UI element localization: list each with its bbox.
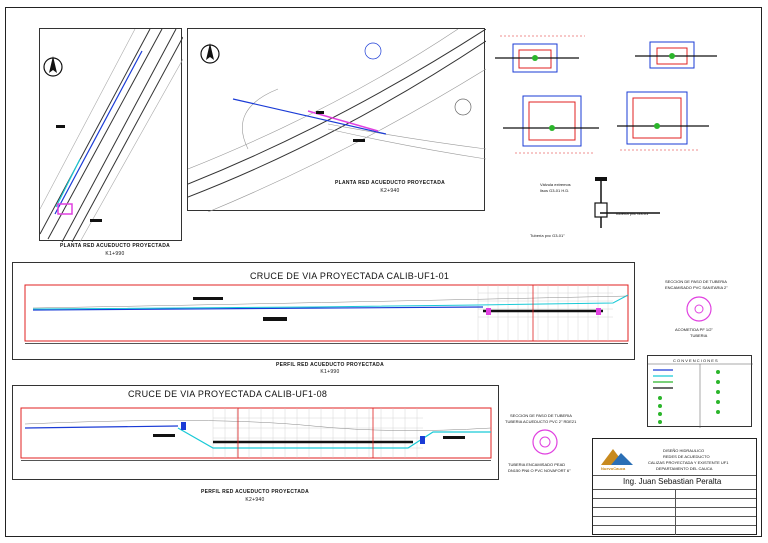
profile-1-title: CRUCE DE VIA PROYECTADA CALIB-UF1-01 <box>250 271 450 281</box>
north-arrow-icon <box>43 56 63 77</box>
valve-detail <box>594 177 660 228</box>
section-1-label-2: TUBERIA <box>690 333 708 338</box>
section-1-title-1: SECCION DE PASO DE TUBERIA <box>665 279 727 284</box>
engineer-name: Ing. Juan Sebastian Peralta <box>623 477 722 486</box>
section-1-drawing <box>686 296 712 322</box>
section-2-drawing <box>532 429 558 455</box>
plan-1-drawing <box>40 29 183 242</box>
plan-view-1 <box>39 28 183 242</box>
profile-1-drawing <box>24 284 629 344</box>
plan-2-drawing <box>188 29 486 212</box>
logo-mark-icon <box>601 449 633 465</box>
plan-2-station: K2+940 <box>380 188 400 194</box>
section-2-label-2: DN150 PN6 O PVC NOVAFORT 6" <box>508 468 571 473</box>
valve-label-1: Válvula extremos <box>540 182 571 187</box>
profile-2-drawing <box>20 407 492 461</box>
plan-2-title: PLANTA RED ACUEDUCTO PROYECTADA <box>334 180 446 186</box>
valve-pipe-label-1: Tubería pvc G3-01" <box>615 211 650 216</box>
north-arrow-icon <box>200 43 220 64</box>
profile-1-station: K1+990 <box>320 369 340 375</box>
title-line-4: DEPARTAMENTO DEL CAUCA <box>656 466 713 471</box>
profile-2-station: K2+940 <box>245 497 265 503</box>
logo: NuevoCauca <box>599 445 639 471</box>
plan-1-station: K1+990 <box>105 251 125 257</box>
legend-panel: C O N V E N C I O N E S <box>647 355 753 428</box>
title-line-2: REDES DE ACUEDUCTO <box>663 454 710 459</box>
plan-view-2 <box>187 28 486 212</box>
section-2-title-2: TUBERIA ACUEDUCTO PVC 2" RDE21 <box>505 419 577 424</box>
section-2-label-1: TUBERIA ENCAMISADO PEAD <box>508 462 566 467</box>
section-1-label-1: ACOMETIDA PF 1/2" <box>675 327 713 332</box>
valve-pipe-label-2: Tubería pvc G3-01" <box>530 233 565 238</box>
drawing-sheet <box>5 7 762 537</box>
title-line-1: DISEÑO HIDRAULICO <box>663 448 705 453</box>
title-block: NuevoCauca DISEÑO HIDRAULICO REDES DE AC… <box>592 438 757 535</box>
valve-label-2: lisos G3-01 H.D. <box>540 188 570 193</box>
section-1-title-2: ENCAMISADO PVC SANITARIA 2" <box>665 285 728 290</box>
title-line-3: CALIZAS PROYECTADA Y EXISTENTE UF1 <box>648 460 729 465</box>
legend-items <box>648 363 753 428</box>
detail-drawings <box>495 35 717 154</box>
section-2-title-1: SECCION DE PASO DE TUBERIA <box>510 413 572 418</box>
profile-1-caption: PERFIL RED ACUEDUCTO PROYECTADA <box>275 362 384 368</box>
profile-2-caption: PERFIL RED ACUEDUCTO PROYECTADA <box>200 489 309 495</box>
legend-title: C O N V E N C I O N E S <box>673 358 718 363</box>
plan-1-title: PLANTA RED ACUEDUCTO PROYECTADA <box>59 243 171 249</box>
profile-2-title: CRUCE DE VIA PROYECTADA CALIB-UF1-08 <box>128 389 328 399</box>
profile-view-1: CRUCE DE VIA PROYECTADA CALIB-UF1-01 <box>12 262 635 360</box>
profile-view-2: CRUCE DE VIA PROYECTADA CALIB-UF1-08 <box>12 385 499 480</box>
